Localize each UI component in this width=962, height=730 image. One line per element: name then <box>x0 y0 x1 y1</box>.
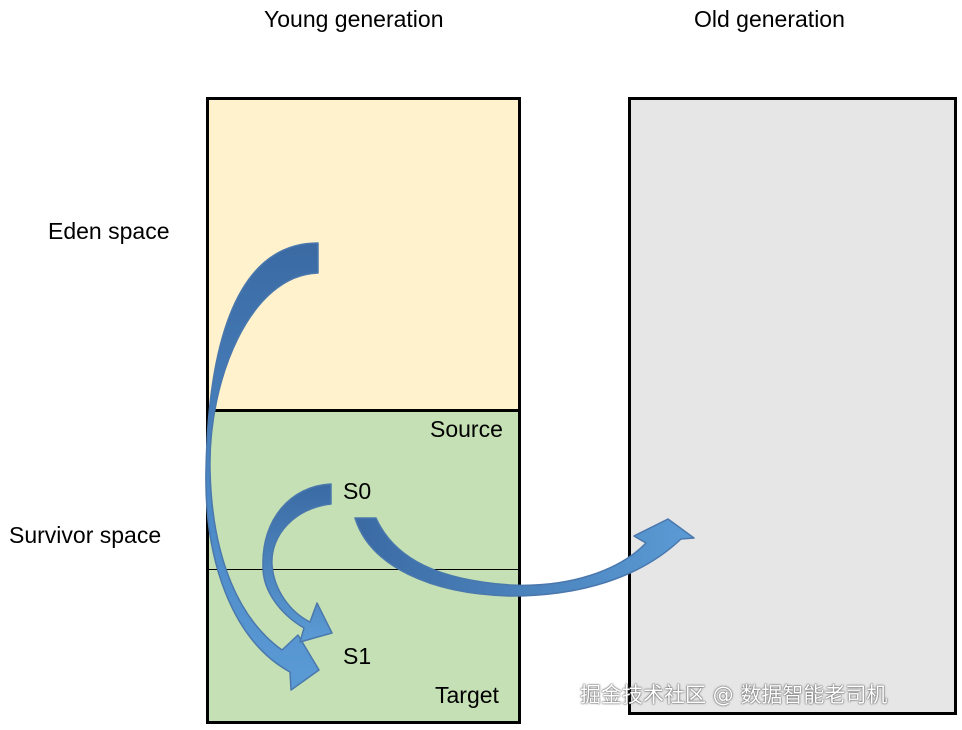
watermark-text: 掘金技术社区 @ 数据智能老司机 <box>580 683 888 707</box>
eden-space-label: Eden space <box>48 218 170 244</box>
old-generation-region <box>628 97 957 715</box>
survivor-space-region <box>206 409 521 724</box>
source-label: Source <box>430 416 503 442</box>
s0-label: S0 <box>343 478 372 504</box>
survivor-divider <box>209 569 518 570</box>
young-generation-title: Young generation <box>264 6 444 32</box>
s1-label: S1 <box>343 643 372 669</box>
target-label: Target <box>435 682 499 708</box>
survivor-space-label: Survivor space <box>9 522 162 548</box>
old-generation-title: Old generation <box>694 6 845 32</box>
eden-space-region <box>206 97 521 410</box>
